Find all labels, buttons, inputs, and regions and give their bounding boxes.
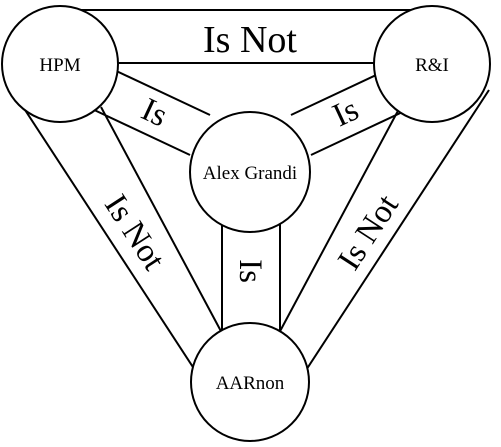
node-center-circle bbox=[189, 111, 311, 233]
edge-label-center-aarnon: Is bbox=[232, 259, 268, 283]
edge-label-hpm-center: Is bbox=[136, 92, 173, 135]
edge-label-ri-center: Is bbox=[327, 92, 364, 135]
node-aarnon-label: AARnon bbox=[216, 373, 285, 394]
edge-band-hpm-aarnon bbox=[11, 89, 224, 385]
edge-label-hpm-aarnon: Is Not bbox=[97, 189, 172, 277]
node-hpm-label: HPM bbox=[39, 55, 80, 76]
edge-label-hpm-ri: Is Not bbox=[203, 19, 297, 61]
edge-band-ri-aarnon bbox=[277, 89, 490, 385]
node-ri-label: R&I bbox=[415, 55, 449, 76]
node-hpm-circle bbox=[1, 5, 119, 123]
node-ri-circle bbox=[373, 5, 491, 123]
node-aarnon-circle bbox=[190, 322, 310, 442]
node-center-label: Alex Grandi bbox=[203, 163, 297, 184]
